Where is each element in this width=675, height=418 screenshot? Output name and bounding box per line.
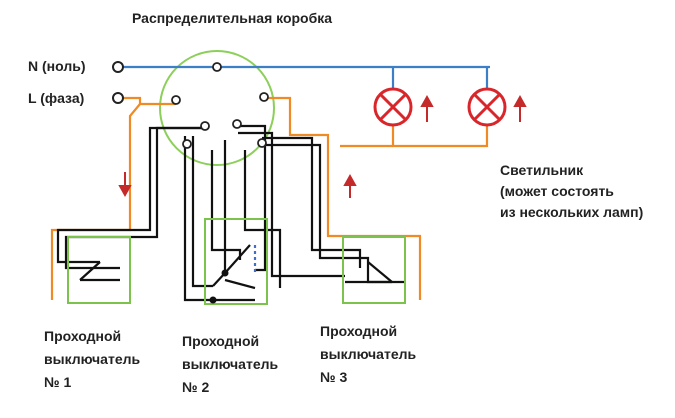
switch-1-label: Проходной выключатель № 1 [44,325,140,394]
switch-1-label-line-2: выключатель [44,351,141,367]
switch-3-label-line-1: Проходной [320,323,398,339]
switch-2-node-1 [221,269,229,277]
switch-2-node-2 [209,296,217,304]
switch-3-label-line-3: № 3 [320,369,348,385]
lamp-2 [467,87,507,127]
junction-box [159,50,275,166]
switch-box-1 [67,236,131,304]
lamp-1 [373,87,413,127]
lamp-description: Светильник (может состоять из нескольких… [500,160,643,223]
switch-2-label-line-2: выключатель [182,356,279,372]
switch-2-contacts [212,244,257,290]
traveller-wires [56,124,405,302]
neutral-label: N (ноль) [28,58,86,74]
switch-2-label: Проходной выключатель № 2 [182,330,278,399]
lamp-description-line-1: Светильник [500,162,584,178]
neutral-terminal [112,61,124,73]
switch-3-contacts [345,261,393,284]
switch-box-2 [204,218,268,305]
current-arrows [118,94,527,198]
neutral-wire [120,65,490,88]
lamp-description-line-2: (может состоять [500,183,614,199]
switch-1-label-line-3: № 1 [44,374,72,390]
lamp-description-line-3: из нескольких ламп) [500,204,644,220]
switch-3-label-line-2: выключатель [320,346,417,362]
junction-terminals [171,62,269,149]
switch-3-label: Проходной выключатель № 3 [320,320,416,389]
switch-2-label-line-1: Проходной [182,333,260,349]
switch-1-label-line-1: Проходной [44,328,122,344]
switch-1-contacts [79,261,120,282]
switch-2-label-line-3: № 2 [182,379,210,395]
switch-box-3 [342,236,406,304]
diagram-title: Распределительная коробка [132,10,333,26]
phase-terminal [112,92,124,104]
phase-label: L (фаза) [28,90,85,106]
